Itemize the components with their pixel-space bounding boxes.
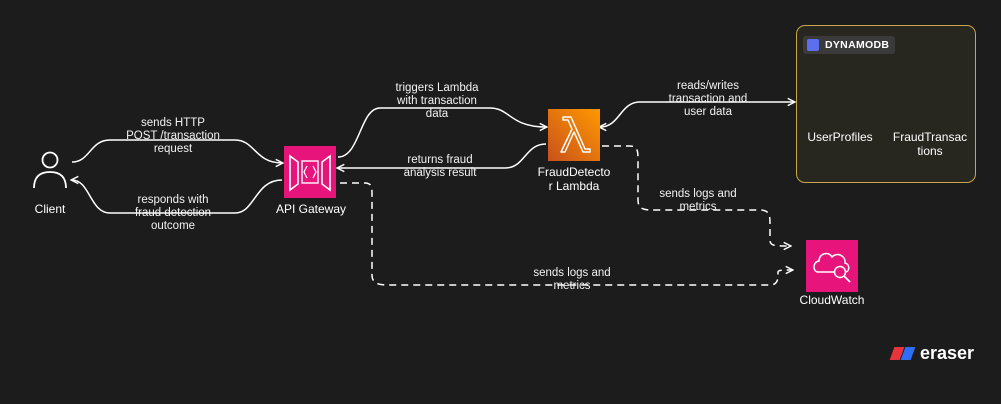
edge-lambda-to-dynamo (600, 102, 794, 127)
edge-gateway-to-client (72, 180, 283, 214)
eraser-logo-icon (889, 347, 916, 360)
edge-label-gateway-to-lambda: triggers Lambda with transaction data (395, 82, 479, 120)
edge-client-to-gateway (71, 139, 282, 163)
edge-label-client-to-gateway: sends HTTP POST /transaction request (126, 117, 220, 155)
api-gateway-icon (284, 146, 336, 198)
edge-label-lambda-to-dynamo: reads/writes transaction and user data (668, 80, 748, 118)
cloudwatch-label: CloudWatch (799, 293, 865, 307)
api-gateway-label: API Gateway (275, 202, 347, 216)
lambda-label: FraudDetecto r Lambda (537, 165, 611, 193)
edge-lambda-to-cloudwatch (602, 145, 790, 246)
fraud-transactions-label: FraudTransac tions (892, 130, 968, 158)
edge-gateway-to-cloudwatch (340, 182, 792, 286)
lambda-icon (548, 109, 600, 161)
edge-lambda-to-gateway (338, 143, 547, 168)
edge-label-gateway-to-cloudwatch: sends logs and metrics (533, 267, 611, 292)
user-profiles-label: UserProfiles (807, 130, 873, 144)
dynamodb-group-label: DYNAMODB (825, 39, 890, 51)
cloudwatch-icon (806, 240, 858, 292)
user-icon (33, 151, 67, 189)
dynamodb-group-tag: DYNAMODB (803, 36, 896, 54)
edge-gateway-to-lambda (337, 107, 546, 158)
edge-label-lambda-to-gateway: returns fraud analysis result (403, 154, 477, 179)
dynamodb-icon (807, 39, 819, 51)
edge-label-lambda-to-cloudwatch: sends logs and metrics (659, 188, 737, 213)
brand-name: eraser (920, 343, 975, 363)
edge-label-gateway-to-client: responds with fraud detection outcome (134, 194, 212, 232)
client-label: Client (34, 202, 66, 216)
eraser-logo: eraser (889, 343, 975, 364)
